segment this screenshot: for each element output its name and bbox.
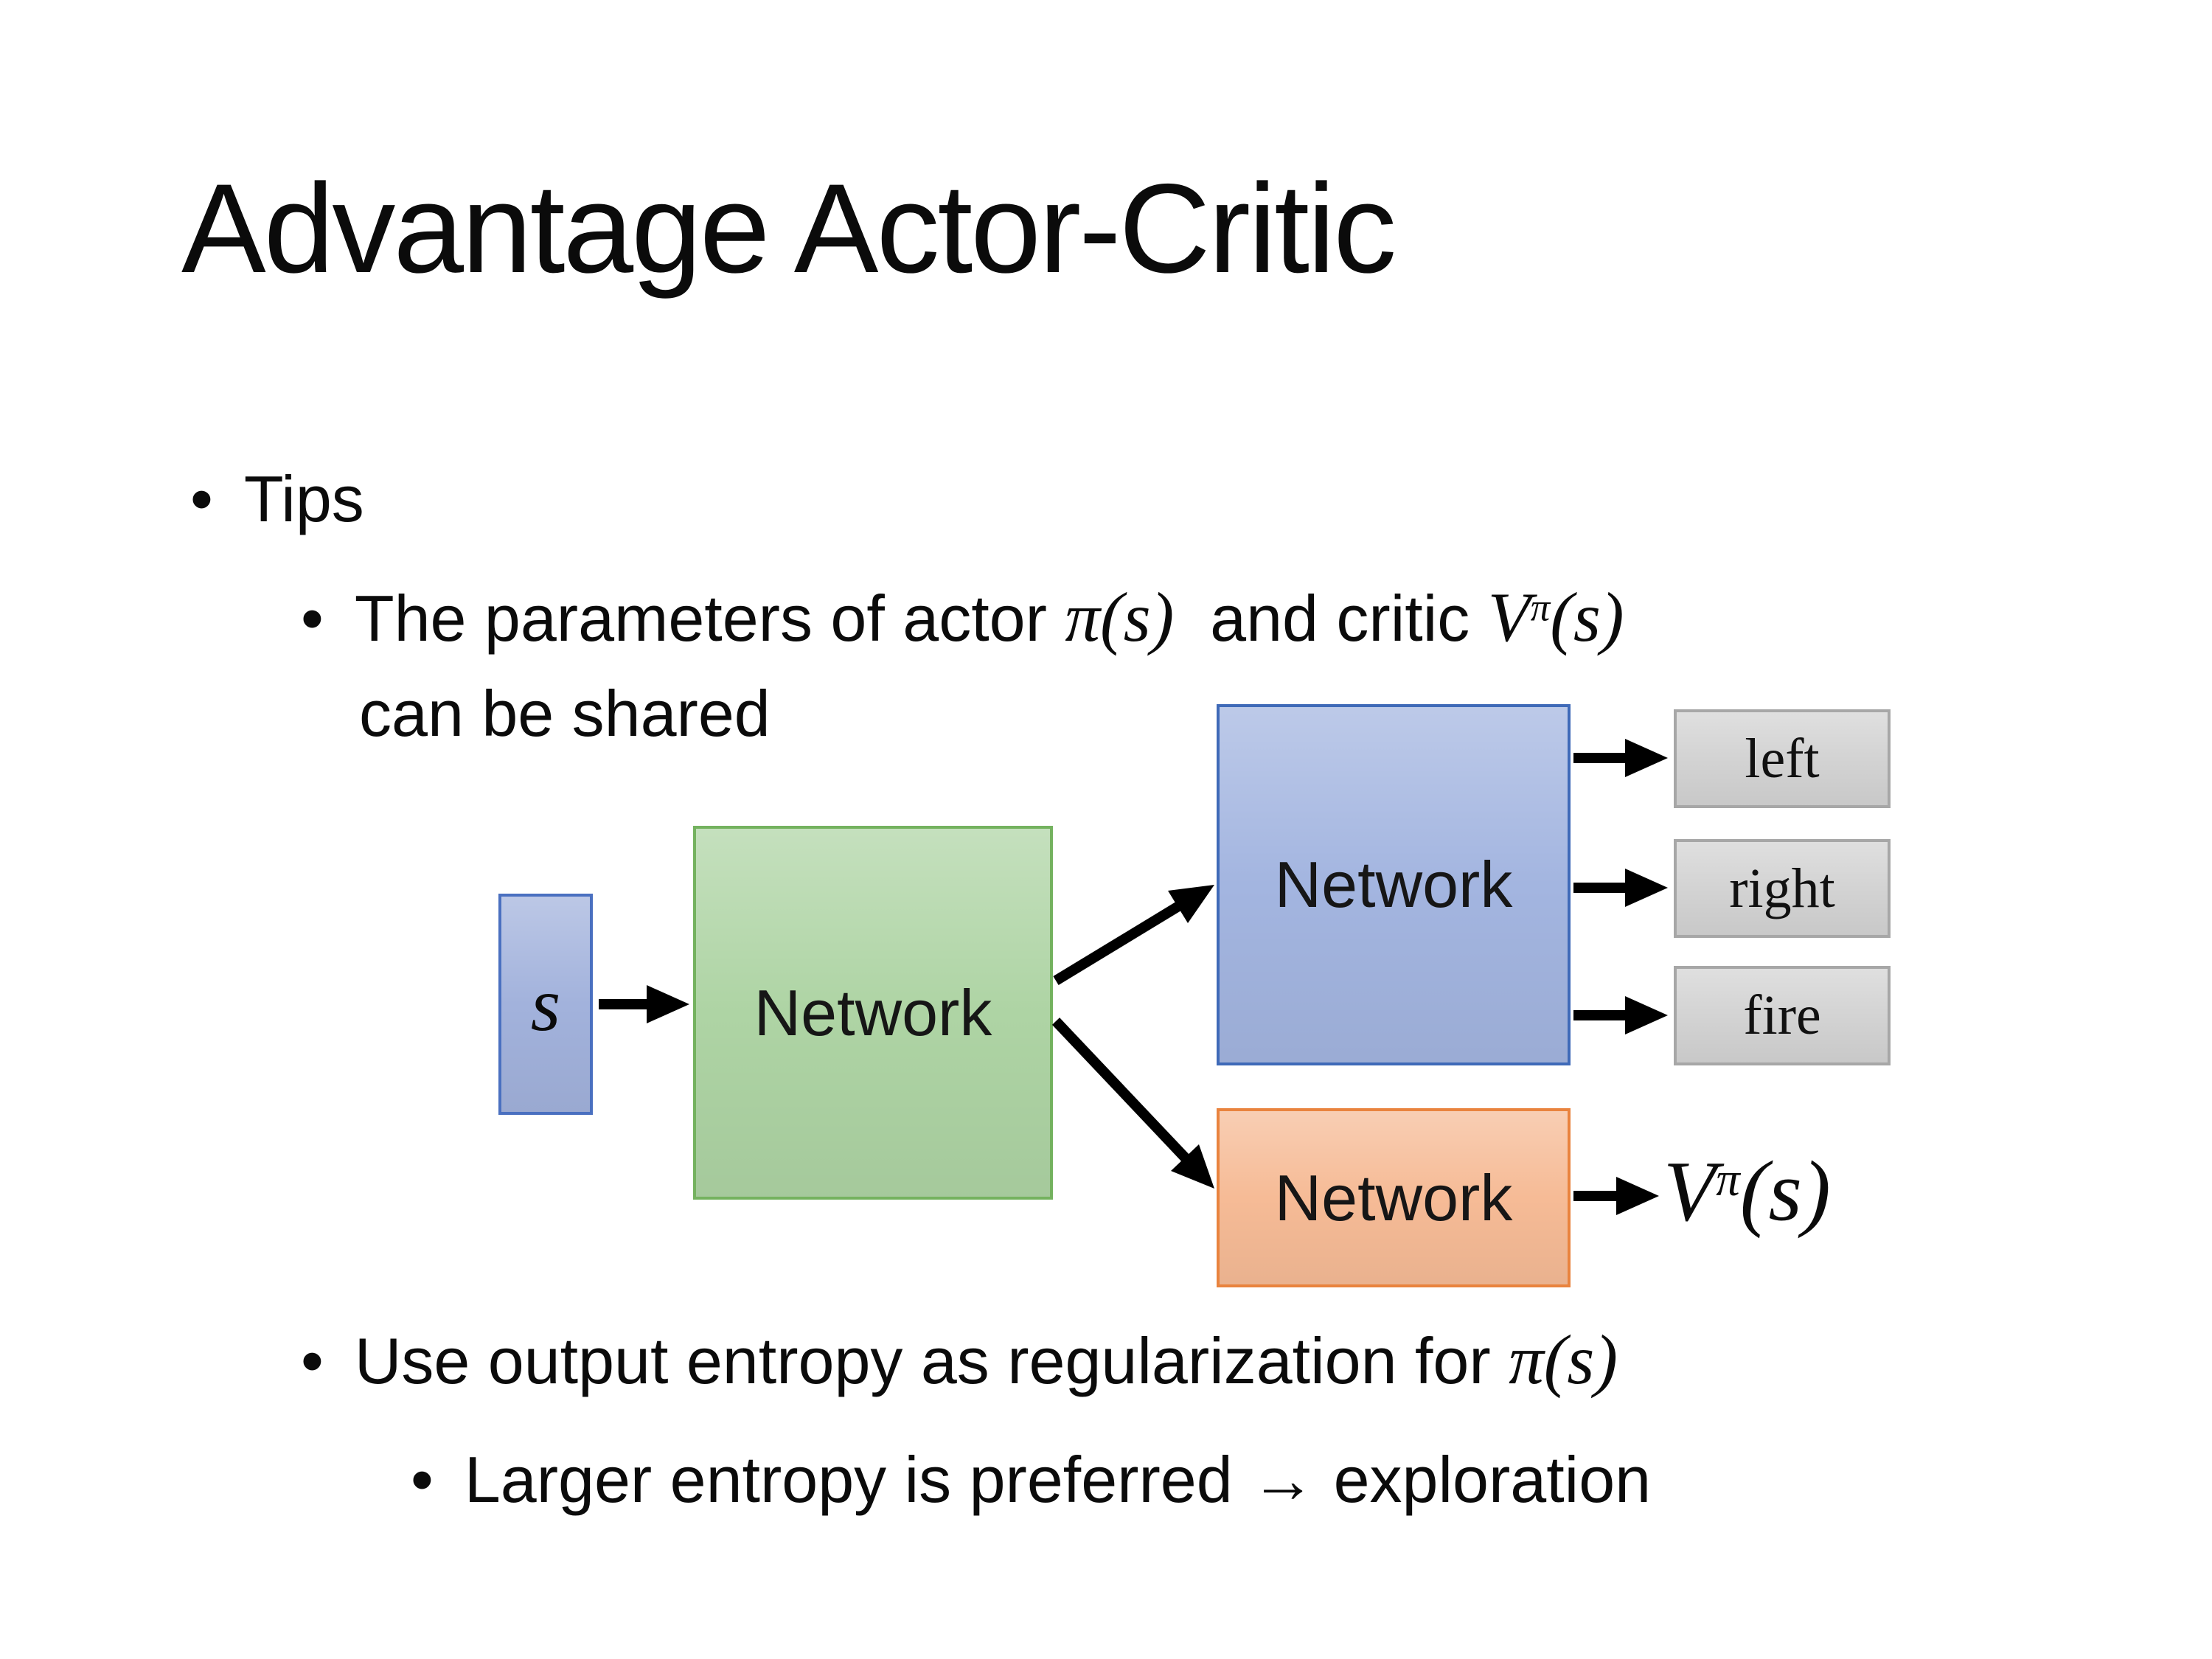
- critic-network-label: Network: [1274, 1161, 1513, 1234]
- parameters-line2: can be shared: [359, 677, 771, 750]
- value-args: (s): [1739, 1144, 1831, 1239]
- arrow-state-to-shared-icon: [599, 985, 689, 1023]
- state-label: s: [530, 961, 561, 1047]
- bullet-larger-entropy: • Larger entropy is preferred → explorat…: [411, 1439, 1651, 1520]
- entropy-policy-math: π(s): [1509, 1321, 1618, 1399]
- bullet-dot: •: [190, 462, 213, 535]
- parameters-mid: and critic: [1174, 582, 1488, 655]
- actor-network-box: Network: [1217, 704, 1571, 1065]
- shared-network-label: Network: [754, 975, 992, 1049]
- state-box: s: [498, 894, 593, 1115]
- arrow-critic-to-value-icon: [1573, 1177, 1659, 1215]
- action-label-left: left: [1745, 727, 1820, 790]
- action-label-fire: fire: [1743, 984, 1821, 1046]
- value-output-label: Vπ(s): [1663, 1143, 1831, 1242]
- arrow-actor-to-fire-icon: [1573, 996, 1668, 1034]
- critic-network-box: Network: [1217, 1108, 1571, 1287]
- action-box-right: right: [1674, 839, 1891, 938]
- bullet-parameters-shared: • The parameters of actor π(s) and criti…: [301, 574, 1624, 661]
- bullet-tips: • Tips: [190, 459, 364, 540]
- action-label-right: right: [1729, 857, 1835, 919]
- parameters-prefix: The parameters of actor: [354, 582, 1065, 655]
- tips-label: Tips: [243, 462, 364, 535]
- critic-value-args: (s): [1550, 578, 1624, 656]
- slide-title: Advantage Actor-Critic: [181, 158, 1397, 299]
- shared-network-box: Network: [693, 826, 1053, 1200]
- actor-network-label: Network: [1274, 848, 1513, 921]
- action-box-left: left: [1674, 709, 1891, 808]
- arrow-actor-to-right-icon: [1573, 869, 1668, 907]
- value-superscript: π: [1716, 1152, 1740, 1206]
- bullet-dot: •: [301, 582, 324, 655]
- bullet-parameters-shared-line2: can be shared: [359, 673, 771, 754]
- value-base: V: [1663, 1144, 1717, 1239]
- arrow-shared-to-critic-icon: [1051, 1018, 1214, 1189]
- arrow-shared-to-actor-icon: [1053, 885, 1214, 985]
- action-box-fire: fire: [1674, 966, 1891, 1065]
- arrow-actor-to-left-icon: [1573, 739, 1668, 777]
- critic-value-base: V: [1487, 578, 1531, 656]
- critic-value-superscript: π: [1530, 586, 1551, 630]
- bullet-entropy-regularization: • Use output entropy as regularization f…: [301, 1316, 1618, 1404]
- actor-policy-math: π(s): [1065, 578, 1175, 656]
- bullet-dot: •: [301, 1324, 324, 1397]
- entropy-text: Use output entropy as regularization for…: [355, 1316, 1618, 1404]
- exploration-text: Larger entropy is preferred → exploratio…: [464, 1443, 1652, 1516]
- parameters-text: The parameters of actor π(s) and critic …: [355, 574, 1624, 661]
- entropy-prefix: Use output entropy as regularization for: [354, 1324, 1509, 1397]
- bullet-dot: •: [411, 1443, 434, 1516]
